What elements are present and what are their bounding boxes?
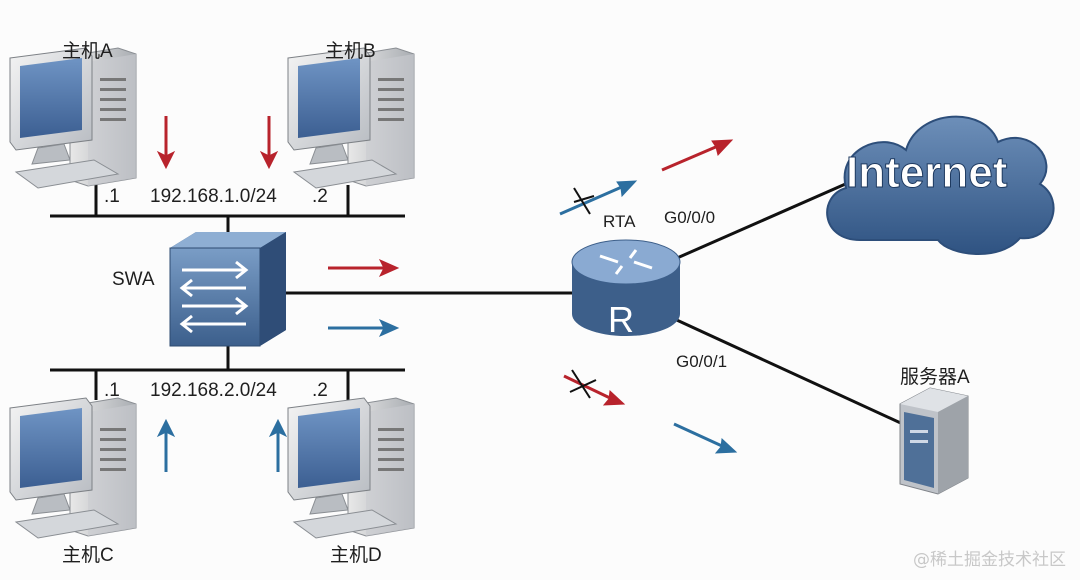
interface-g0-label: G0/0/0 — [664, 208, 716, 227]
host-a-label: 主机A — [62, 41, 113, 62]
interface-g1-label: G0/0/1 — [676, 352, 728, 371]
arrow-right-red — [328, 258, 400, 278]
host-b-computer-icon — [287, 47, 415, 189]
host-b-label: 主机B — [325, 41, 376, 62]
arrow-up-host-d — [268, 418, 288, 472]
arrow-down-host-b — [259, 116, 279, 170]
arrow-red-to-internet — [661, 139, 734, 172]
host-a-address: .1 — [104, 186, 120, 207]
internet-cloud-icon — [826, 115, 1055, 256]
router-label: RTA — [603, 212, 636, 231]
internet-label: Internet — [846, 148, 1008, 197]
host-d-address: .2 — [312, 380, 328, 401]
host-b-address: .2 — [312, 186, 328, 207]
subnet-top-label: 192.168.1.0/24 — [150, 186, 277, 207]
host-d-label: 主机D — [330, 545, 382, 566]
arrow-blue-to-internet-blocked — [559, 180, 638, 216]
switch-icon — [169, 232, 286, 347]
host-a-computer-icon — [9, 47, 137, 189]
host-c-label: 主机C — [62, 545, 114, 566]
arrow-down-host-a — [156, 116, 176, 170]
server-label: 服务器A — [900, 367, 970, 388]
blocked-mark-icon — [573, 187, 595, 215]
switch-label: SWA — [112, 269, 155, 290]
arrow-red-to-server-blocked — [563, 374, 626, 406]
host-c-address: .1 — [104, 380, 120, 401]
link-router-internet — [667, 180, 851, 264]
arrow-up-host-c — [156, 418, 176, 472]
arrow-blue-to-server — [673, 422, 738, 454]
blocked-mark-icon — [569, 369, 597, 399]
watermark: @稀土掘金技术社区 — [913, 550, 1066, 570]
host-c-computer-icon — [9, 397, 137, 539]
host-d-computer-icon — [287, 397, 415, 539]
link-router-server — [667, 314, 906, 427]
router-glyph: R — [608, 299, 634, 340]
server-icon — [899, 387, 969, 495]
arrow-right-blue — [328, 318, 400, 338]
router-icon — [571, 239, 681, 336]
subnet-bottom-label: 192.168.2.0/24 — [150, 380, 277, 401]
